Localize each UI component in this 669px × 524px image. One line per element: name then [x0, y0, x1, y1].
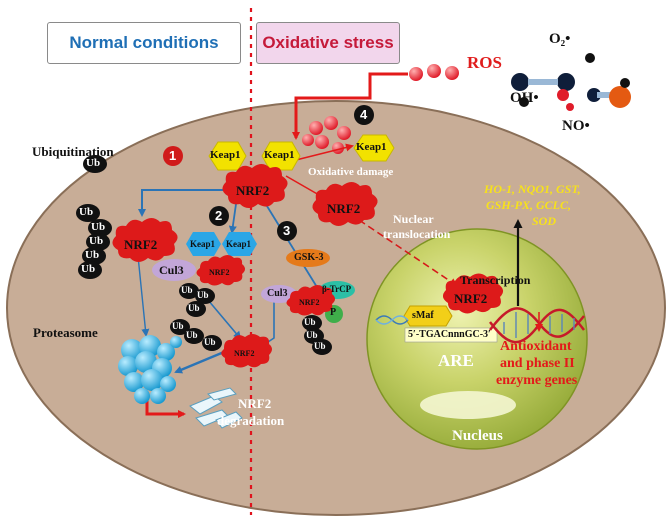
nrf2-degradation-label-line1: NRF2 [238, 396, 272, 411]
nrf2-label: NRF2 [327, 201, 361, 216]
step-3-number: 3 [283, 223, 291, 238]
cul3-oval-1 [152, 259, 196, 281]
keap1-label: Keap1 [356, 141, 387, 153]
nrf2-blob-cul3 [196, 255, 245, 286]
proteasome-cluster [118, 335, 182, 404]
nrf2-label: NRF2 [299, 298, 320, 307]
nuclear-translocation-label-line2: translocation [383, 227, 451, 241]
gsk3-label: GSK-3 [294, 252, 324, 263]
oxidative-stress-header: Oxidative stress [256, 22, 400, 64]
ubiquitination-label: Ubiquitination [32, 144, 114, 159]
ros-molecules [511, 53, 631, 111]
ub-label: Ub [304, 317, 316, 327]
arrow-nrf2-to-btrcp [261, 197, 322, 294]
cul3-label: Cul3 [267, 288, 288, 299]
keap1-hexagon-free [353, 134, 395, 162]
normal-conditions-header: Normal conditions [47, 22, 241, 64]
arrow-nrf2-to-proteasome [174, 350, 225, 374]
ros-spheres [302, 64, 459, 154]
are-label: ARE [438, 351, 474, 370]
smaf-shape [403, 305, 453, 327]
step-4-circle [354, 105, 374, 125]
ub-label: Ub [89, 235, 104, 247]
gene-list-line1: HO-1, NQO1, GST, [484, 182, 581, 196]
ros-hydroxyl-label: OH• [510, 90, 539, 106]
ub-label: Ub [197, 290, 209, 300]
antioxidant-label-line3: enzyme genes [496, 373, 578, 388]
step-3-circle [277, 221, 297, 241]
keap1-blue-left [186, 232, 221, 256]
arrow-cul3-to-nrf2 [207, 299, 242, 340]
gsk3-oval [286, 249, 330, 267]
ub-label: Ub [91, 221, 106, 233]
nrf2-blob-ubiquitinated [112, 218, 178, 262]
antioxidant-label-line1: Antioxidant [500, 339, 572, 354]
ub-label: Ub [172, 321, 184, 331]
keap1-label: Keap1 [264, 149, 295, 161]
ubiquitin-ovals [76, 155, 332, 355]
step-1-circle [163, 146, 183, 166]
nrf2-blob-center [222, 164, 288, 208]
ub-label: Ub [81, 263, 96, 275]
phosphate-label: P [330, 307, 337, 318]
nrf2-label: NRF2 [236, 183, 270, 198]
keap1-label: Keap1 [226, 239, 252, 249]
ub-label: Ub [204, 337, 216, 347]
are-sequence-box [404, 327, 498, 343]
nrf2-blob-pre-degradation [221, 334, 272, 368]
ub-label: Ub [188, 303, 200, 313]
gene-list-line2: GSH-PX, GCLC, [486, 198, 572, 212]
ros-superoxide-label: O₂• [549, 31, 571, 47]
are-dna-helix [375, 315, 409, 325]
cul3-oval-2 [261, 285, 297, 303]
oxidative-damage-label: Oxidative damage [308, 166, 394, 178]
ub-label: Ub [186, 330, 198, 340]
ros-entry-path [292, 72, 408, 140]
arrow-keap1-release [295, 143, 354, 161]
ub-label: Ub [314, 341, 326, 351]
nrf2-label: NRF2 [209, 268, 230, 277]
are-sequence-label: 5′-TGACnnnGC-3′ [408, 329, 491, 340]
nrf2-label: NRF2 [124, 237, 158, 252]
ub-label: Ub [79, 206, 94, 218]
cul3-label: Cul3 [159, 263, 184, 277]
nrf2-label: NRF2 [234, 349, 255, 358]
step-2-circle [209, 206, 229, 226]
ub-label: Ub [306, 330, 318, 340]
nuclear-translocation-label-line1: Nuclear [393, 212, 434, 226]
antioxidant-label-line2: and phase II [500, 356, 575, 371]
keap1-label: Keap1 [210, 149, 241, 161]
nucleus-highlight [420, 391, 516, 419]
peptide-fragments [189, 387, 243, 429]
btrcp-label: β-TrCP [322, 284, 352, 294]
step-1-number: 1 [169, 148, 177, 163]
nrf2-blob-nuclear [442, 273, 504, 314]
nrf2-blob-translocating [312, 182, 378, 226]
arrow-ub-nrf2-to-proteasome [137, 255, 150, 337]
ub-label: Ub [181, 285, 193, 295]
smaf-label: sMaf [412, 310, 434, 321]
ub-label: Ub [86, 157, 101, 169]
proteasome-label: Proteasome [33, 325, 98, 340]
keap1-hexagon-left [208, 141, 247, 171]
transcription-label: Transcription [460, 273, 531, 287]
keap1-blue-right [222, 232, 257, 256]
step-4-number: 4 [360, 107, 368, 122]
ros-nitric-oxide-label: NO• [562, 118, 590, 134]
arrow-to-ub-nrf2 [138, 189, 232, 217]
nucleus-label: Nucleus [452, 428, 503, 444]
step-2-number: 2 [215, 208, 223, 223]
gene-list-line3: SOD [532, 214, 557, 228]
nrf2-degradation-label-line2: degradation [217, 413, 285, 428]
nrf2-label: NRF2 [454, 291, 488, 306]
nrf2-blob-btrcp [286, 285, 335, 316]
ub-label: Ub [85, 249, 100, 261]
ros-label: ROS [467, 53, 502, 72]
keap1-label: Keap1 [190, 239, 216, 249]
